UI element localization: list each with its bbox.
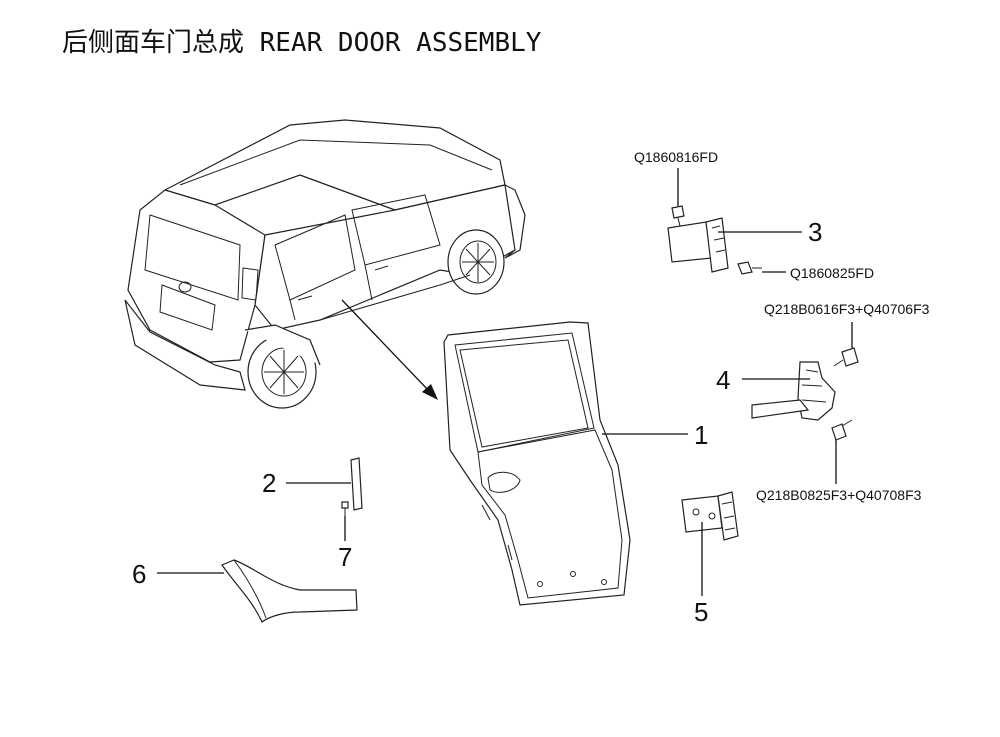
callout-numbers: 1 2 3 4 5 6 7	[132, 217, 822, 627]
page-title: 后侧面车门总成 REAR DOOR ASSEMBLY	[62, 28, 542, 58]
callout-3: 3	[808, 217, 822, 247]
door-trim-strip-part	[350, 457, 363, 511]
callout-4: 4	[716, 365, 730, 395]
fastener-part	[341, 501, 349, 516]
vehicle-illustration	[124, 119, 526, 409]
upper-hinge-part	[667, 205, 762, 275]
part-number-hinge-top-bolt: Q1860816FD	[634, 149, 718, 165]
leader-lines	[157, 168, 853, 596]
callout-6: 6	[132, 559, 146, 589]
part-number-labels: Q1860816FD Q1860825FD Q218B0616F3+Q40706…	[634, 149, 930, 503]
part-number-hinge-side-bolt: Q1860825FD	[790, 265, 874, 281]
lower-moulding-part	[221, 559, 358, 623]
rear-door-part	[443, 321, 631, 606]
lower-hinge-part	[681, 491, 739, 541]
door-check-part	[751, 347, 859, 441]
callout-1: 1	[694, 420, 708, 450]
part-number-check-upper-bolt: Q218B0616F3+Q40706F3	[764, 301, 930, 317]
callout-5: 5	[694, 597, 708, 627]
callout-7: 7	[338, 542, 352, 572]
part-number-check-lower-bolt: Q218B0825F3+Q40708F3	[756, 487, 922, 503]
callout-2: 2	[262, 468, 276, 498]
vehicle-to-door-arrow	[341, 299, 438, 400]
